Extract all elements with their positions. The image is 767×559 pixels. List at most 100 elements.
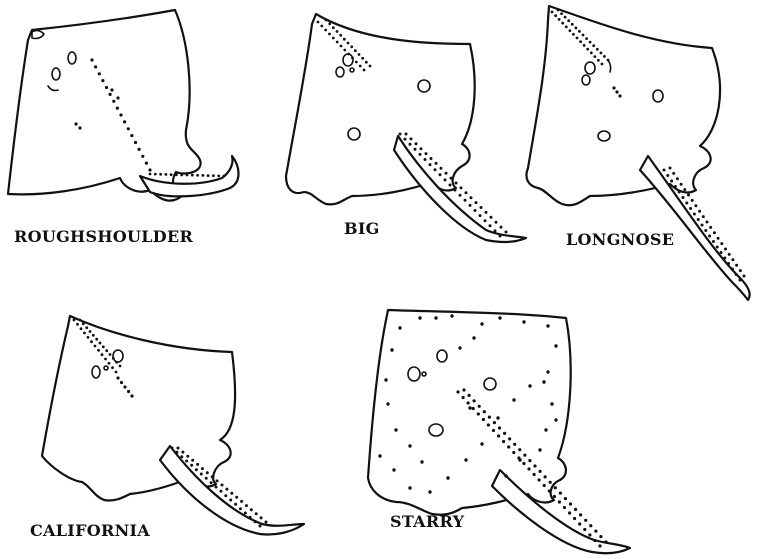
spine-dot — [347, 53, 350, 56]
ray-roughshoulder — [8, 10, 239, 201]
spine-dot — [419, 153, 422, 156]
spine-dot — [494, 229, 497, 232]
spine-dot — [424, 158, 427, 161]
spine-dot — [365, 61, 368, 64]
spine-dot — [670, 180, 673, 183]
spine-dot — [716, 246, 719, 249]
spine-dot — [440, 167, 443, 170]
spine-dot — [469, 204, 472, 207]
spine-dot — [255, 512, 258, 515]
spine-dot — [123, 120, 126, 123]
spine-dot — [95, 338, 98, 341]
spine-dot — [186, 174, 189, 177]
spine-dot — [355, 61, 358, 64]
spine-dot — [115, 371, 118, 374]
spine-dot — [558, 18, 561, 21]
spine-dot — [123, 385, 126, 388]
spine-dot — [120, 381, 123, 384]
spine-dot — [468, 394, 471, 397]
spine-dot — [571, 23, 574, 26]
spine-dot — [225, 488, 228, 491]
spine-dot — [477, 412, 480, 415]
spine-dot — [196, 174, 199, 177]
spine-dot — [414, 148, 417, 151]
spine-dot — [363, 69, 366, 72]
spine-dot — [336, 41, 339, 44]
spine-dot — [727, 262, 730, 265]
spine-dot — [85, 326, 88, 329]
spine-dot — [138, 148, 141, 151]
spine-dot — [92, 334, 95, 337]
body-spot — [386, 402, 389, 405]
body-spot — [392, 468, 395, 471]
spine-dot — [430, 157, 433, 160]
spine-dot — [512, 451, 515, 454]
spine-dot — [575, 27, 578, 30]
spine-dot — [130, 394, 133, 397]
label-longnose: LONGNOSE — [566, 230, 674, 249]
spine-dot — [420, 147, 423, 150]
spine-dot — [558, 500, 561, 503]
spine-dot — [564, 16, 567, 19]
spine-dot — [554, 486, 557, 489]
ray-longnose — [526, 6, 749, 300]
spine-dot — [539, 470, 542, 473]
spine-dot — [116, 96, 119, 99]
spine-dot — [177, 447, 180, 450]
spine-dot — [317, 21, 320, 24]
body-spot — [420, 460, 423, 463]
spine-dot — [702, 215, 705, 218]
spine-dot — [148, 168, 151, 171]
body-spot — [512, 398, 515, 401]
spine-dot — [409, 143, 412, 146]
spine-dot — [181, 451, 184, 454]
spine-dot — [596, 48, 599, 51]
spine-dot — [598, 544, 601, 547]
spine-dot — [473, 399, 476, 402]
spine-dot — [564, 497, 567, 500]
body-spot — [496, 416, 499, 419]
spine-dot — [190, 464, 193, 467]
spine-dot — [485, 211, 488, 214]
spine-dot — [589, 41, 592, 44]
spine-dot — [538, 478, 541, 481]
spine-dot — [134, 141, 137, 144]
spine-dot — [347, 42, 350, 45]
spine-dot — [574, 508, 577, 511]
spine-dot — [259, 525, 262, 528]
body-spot — [550, 402, 553, 405]
body-spot — [398, 326, 401, 329]
spine-dot — [235, 496, 238, 499]
body-spot — [518, 458, 521, 461]
spine-dot — [359, 65, 362, 68]
spine-dot — [328, 33, 331, 36]
spine-dot — [717, 237, 720, 240]
spine-dot — [171, 447, 174, 450]
spine-dot — [415, 142, 418, 145]
spine-dot — [669, 167, 672, 170]
spine-dot — [240, 500, 243, 503]
spine-dot — [324, 29, 327, 32]
spine-dot — [328, 22, 331, 25]
spine-dot — [615, 90, 618, 93]
spine-dot — [405, 133, 408, 136]
spine-dot — [585, 37, 588, 40]
spine-dot — [105, 349, 108, 352]
spine-dot — [464, 199, 467, 202]
starry-tail — [492, 470, 630, 553]
spine-dot — [94, 65, 97, 68]
body-spot — [378, 454, 381, 457]
body-spot — [434, 316, 437, 319]
spine-dot — [74, 122, 77, 125]
spine-dot — [229, 499, 232, 502]
body-spot — [390, 348, 393, 351]
label-roughshoulder: ROUGHSHOULDER — [14, 227, 193, 246]
spine-dot — [478, 405, 481, 408]
spine-dot — [527, 467, 530, 470]
spine-dot — [554, 14, 557, 17]
spine-dot — [565, 26, 568, 29]
body-spot — [522, 320, 525, 323]
spine-dot — [207, 174, 210, 177]
spine-dot — [340, 45, 343, 48]
spine-dot — [549, 481, 552, 484]
